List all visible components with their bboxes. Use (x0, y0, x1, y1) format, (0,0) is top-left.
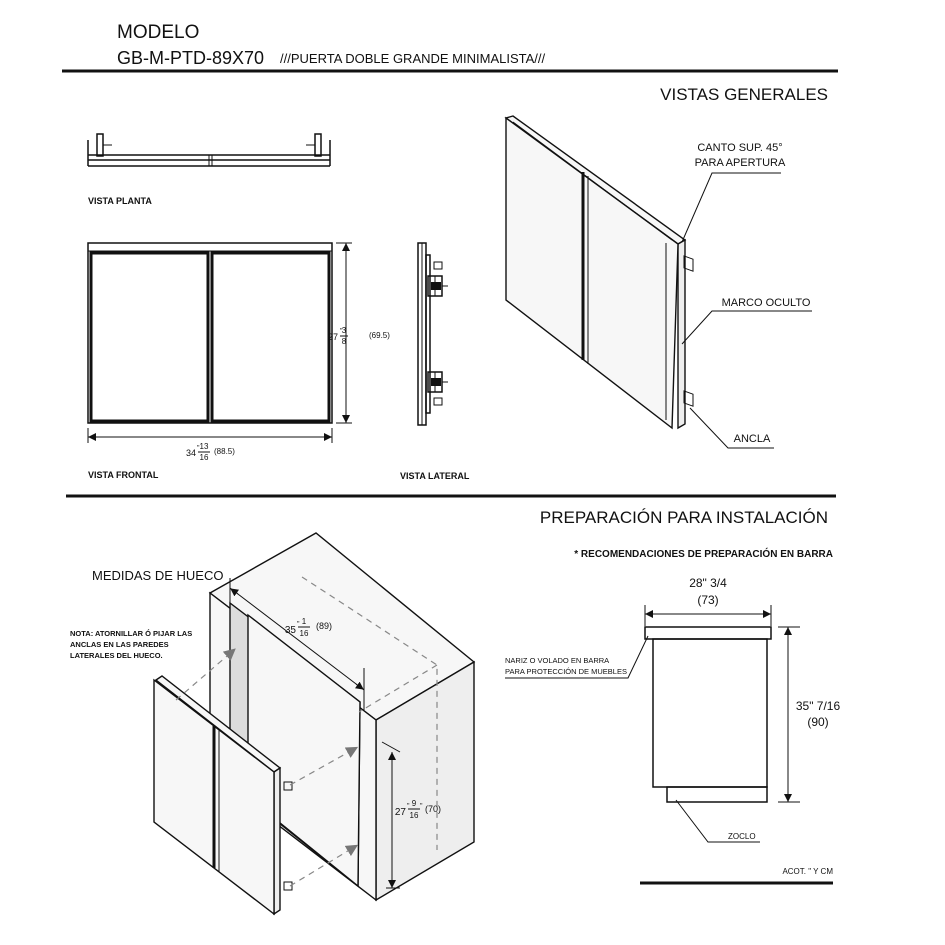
svg-text:28" 3/4: 28" 3/4 (689, 576, 727, 590)
bar-width-dimension: 28" 3/4 (73) (644, 576, 772, 626)
model-code: GB-M-PTD-89X70 (117, 48, 264, 68)
callout-canto: CANTO SUP. 45° PARA APERTURA (681, 142, 786, 243)
callout-ancla: ANCLA (689, 407, 774, 449)
model-label: MODELO (117, 22, 199, 43)
svg-text:CANTO SUP. 45°: CANTO SUP. 45° (697, 142, 782, 154)
svg-text:NARIZ O VOLADO EN BARRA: NARIZ O VOLADO EN BARRA (505, 656, 609, 665)
callout-zoclo: ZOCLO (675, 799, 760, 843)
svg-text:(89): (89) (316, 621, 332, 631)
svg-text:8: 8 (342, 337, 347, 346)
insertion-arrows (175, 648, 359, 887)
door-leaves-drawing (153, 675, 293, 916)
svg-text:34: 34 (186, 448, 196, 458)
model-description: ///PUERTA DOBLE GRANDE MINIMALISTA/// (280, 51, 545, 66)
section-title-preparacion: PREPARACIÓN PARA INSTALACIÓN (540, 508, 828, 527)
svg-text:ZOCLO: ZOCLO (728, 832, 756, 841)
svg-text:(90): (90) (807, 715, 828, 729)
front-width-dimension: 34 " 13 16 (88.5) (87, 428, 333, 462)
svg-text:16: 16 (410, 811, 419, 820)
svg-text:35: 35 (285, 625, 297, 636)
svg-text:27: 27 (328, 332, 338, 342)
svg-text:1: 1 (302, 617, 307, 626)
svg-text:": " (197, 445, 200, 452)
hueco-width-dimension: 35 " 1 16 (89) (229, 578, 365, 710)
bar-height-dimension: 35" 7/16 (90) (778, 626, 841, 803)
svg-text:27: 27 (395, 807, 407, 818)
units-note: ACOT. " Y CM (782, 867, 833, 876)
svg-text:(69.5): (69.5) (369, 331, 390, 340)
header: MODELO GB-M-PTD-89X70 ///PUERTA DOBLE GR… (62, 22, 838, 73)
svg-text:MARCO OCULTO: MARCO OCULTO (722, 297, 811, 309)
callout-nariz: NARIZ O VOLADO EN BARRA PARA PROTECCIÓN … (505, 635, 649, 679)
front-view-drawing (87, 242, 333, 424)
hinge-bottom (427, 371, 448, 393)
svg-text:13: 13 (200, 442, 209, 451)
front-height-dimension: 27 " 3 8 (69.5) (328, 242, 390, 424)
svg-text:PARA APERTURA: PARA APERTURA (695, 157, 786, 169)
plan-view-label: VISTA PLANTA (88, 196, 152, 206)
svg-text:16: 16 (200, 453, 209, 462)
svg-text:NOTA: ATORNILLAR Ó PIJAR LAS: NOTA: ATORNILLAR Ó PIJAR LAS (70, 629, 192, 638)
recommendations-title: * RECOMENDACIONES DE PREPARACIÓN EN BARR… (574, 547, 833, 560)
svg-text:ANCLAS EN LAS PA: ANCLAS EN LAS PAREDES (70, 640, 169, 649)
install-note: NOTA: ATORNILLAR Ó PIJAR LAS ANCLAS EN L… (70, 629, 192, 660)
svg-text:(70): (70) (425, 804, 441, 814)
callout-marco-oculto: MARCO OCULTO (681, 297, 812, 345)
isometric-door-drawing (504, 115, 694, 430)
plan-view-drawing (87, 133, 331, 167)
section-title-vistas: VISTAS GENERALES (660, 85, 828, 104)
svg-text:3: 3 (342, 326, 347, 335)
svg-text:": " (340, 328, 343, 335)
hueco-title: MEDIDAS DE HUECO (92, 568, 223, 583)
svg-text:16: 16 (300, 629, 309, 638)
svg-text:": " (297, 621, 300, 628)
side-view-label: VISTA LATERAL (400, 471, 470, 481)
svg-text:": " (407, 803, 410, 810)
front-view-label: VISTA FRONTAL (88, 470, 159, 480)
hueco-height-dimension: 27 " 9 16 " (70) (381, 741, 441, 889)
svg-text:ANCLA: ANCLA (734, 433, 771, 445)
svg-text:9: 9 (412, 799, 417, 808)
side-view-drawing (417, 242, 448, 426)
hinge-top (427, 275, 448, 297)
bar-section-drawing (644, 626, 772, 803)
svg-text:(88.5): (88.5) (214, 447, 235, 456)
svg-text:(73): (73) (697, 593, 718, 607)
svg-text:LATERALES DEL HUECO.: LATERALES DEL HUECO. (70, 651, 163, 660)
svg-text:35" 7/16: 35" 7/16 (796, 699, 841, 713)
svg-text:PARA PROTECCIÓN DE MUEBLES: PARA PROTECCIÓN DE MUEBLES (505, 667, 627, 676)
svg-text:": " (420, 803, 423, 810)
